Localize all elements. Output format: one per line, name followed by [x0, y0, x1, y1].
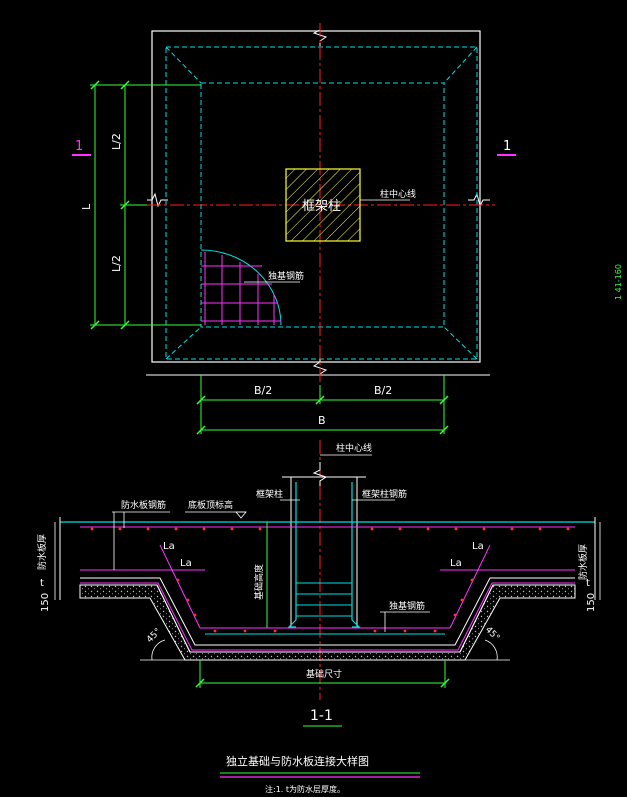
plan-rebar-label: 独基钢筋: [268, 270, 304, 282]
break-mark-left: [147, 192, 168, 208]
left-dimensions: [90, 80, 201, 330]
side-text: 1 41-160: [614, 264, 623, 300]
slope-rebar-right: [449, 544, 491, 629]
dim-half-bottom-left: B/2: [254, 384, 272, 397]
break-mark-right: [468, 192, 490, 208]
slab-rebar-label: 防水板钢筋: [121, 499, 166, 511]
corner-line-br: [443, 326, 478, 360]
right-dim-150: 150: [586, 593, 597, 612]
section-break-mark: [312, 462, 328, 486]
section-view: 柱中心线 框架柱 框架柱钢筋: [36, 440, 601, 727]
slope-rebar-left: [159, 544, 201, 629]
foundation-rebar-label: 独基钢筋: [389, 600, 425, 612]
foundation-height-label: 基础高度: [253, 564, 265, 600]
corner-line-tr: [443, 46, 478, 84]
section-column-label: 框架柱: [256, 488, 283, 500]
slab-rebar-dots: [90, 527, 570, 531]
left-thickness-t: t: [40, 578, 44, 589]
drawing-title: 独立基础与防水板连接大样图: [226, 754, 369, 768]
left-dim-150: 150: [40, 593, 51, 612]
column-section: [285, 168, 361, 242]
right-thickness-t: t: [586, 578, 590, 589]
section-mark-right: 1: [503, 139, 511, 154]
waterproof-layer: [80, 582, 575, 651]
left-vertical-label: 防水板厚: [36, 534, 48, 570]
anchor-right-2: La: [472, 541, 484, 552]
section-title: 1-1: [310, 708, 333, 724]
corner-line-tl: [165, 46, 202, 84]
drawing-note: 注:1. t为防水层厚度。: [265, 784, 345, 794]
anchor-left-1: La: [163, 541, 175, 552]
section-column-rebar-label: 框架柱钢筋: [362, 488, 407, 500]
right-vertical-label: 防水板厚: [577, 544, 589, 580]
dim-full-bottom: B: [318, 414, 326, 427]
pedestal-outer: [165, 46, 478, 360]
cushion-layer: [79, 584, 576, 661]
corner-line-bl: [165, 326, 202, 360]
slab-bottom-elev-label: 底板顶标高: [188, 499, 233, 511]
foundation-outline: [151, 30, 481, 363]
foundation-rebar-dots: [176, 578, 474, 633]
plan-column-center-label: 柱中心线: [380, 188, 416, 200]
dim-full-left: L: [80, 203, 93, 210]
foundation-size-label: 基础尺寸: [306, 668, 342, 680]
rebar-arc: [200, 249, 282, 326]
anchor-right-1: La: [450, 558, 462, 569]
dim-half-left-top: L/2: [110, 133, 123, 150]
rebar-grid: [200, 249, 282, 326]
dim-half-bottom-right: B/2: [374, 384, 392, 397]
section-mark-left: 1: [75, 139, 83, 154]
dim-half-left-bottom: L/2: [110, 255, 123, 272]
profile-line-1: [80, 577, 575, 646]
section-column-center-label: 柱中心线: [336, 442, 372, 454]
anchor-left-2: La: [180, 558, 192, 569]
plan-column-label: 框架柱: [302, 199, 341, 214]
plan-view: 独基钢筋 框架柱 柱中心线 1 1: [72, 23, 516, 435]
angle-left: 45°: [145, 627, 163, 645]
bottom-dimensions: [196, 375, 449, 435]
